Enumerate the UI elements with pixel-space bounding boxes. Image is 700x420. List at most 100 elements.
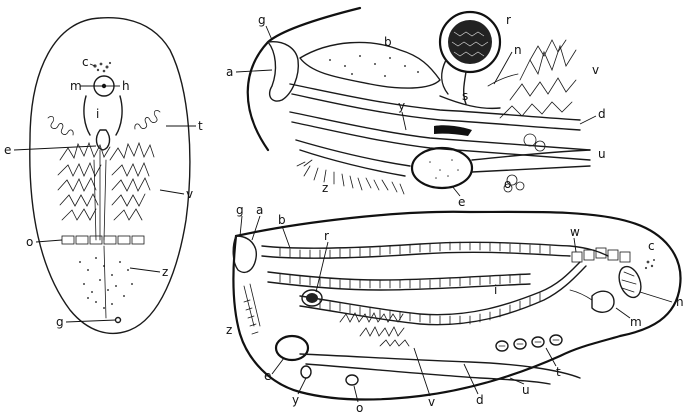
egg xyxy=(410,146,474,190)
eye-spot-c-bottom xyxy=(644,259,655,270)
label-h-bottom: h xyxy=(676,295,684,309)
label-r-top: r xyxy=(506,13,511,27)
label-t-bottom: t xyxy=(556,365,561,379)
label-u-bottom: u xyxy=(522,383,530,397)
label-o: o xyxy=(26,235,33,249)
yolk-duct-dark xyxy=(434,125,472,136)
receptacle-neck xyxy=(441,59,467,105)
intestine-upper-b2 xyxy=(261,251,571,259)
egg-texture xyxy=(429,159,459,179)
receptacle-bottom xyxy=(301,289,323,307)
label-y-bottom: y xyxy=(292,393,299,407)
eye-spots xyxy=(93,61,112,73)
label-v: v xyxy=(186,187,193,201)
label-n-top: n xyxy=(514,43,522,57)
label-g-bottom: g xyxy=(236,203,244,217)
pharynx-bulb xyxy=(95,129,111,151)
ovary-bottom xyxy=(345,374,359,386)
ovary-row xyxy=(61,235,145,245)
label-e-top: e xyxy=(458,195,465,209)
label-a-top: a xyxy=(226,65,233,79)
intestine-hatching xyxy=(279,241,551,325)
label-a-bottom: a xyxy=(256,203,263,217)
label-c-bottom: c xyxy=(648,239,655,253)
vitellaria-bottom xyxy=(339,312,410,347)
panel-left-whole-worm: c m h i e t v o z g xyxy=(4,17,203,334)
duct-lower-2 xyxy=(299,149,406,177)
posterior-canal xyxy=(103,245,107,319)
receptacle-texture xyxy=(451,31,489,57)
label-r-bottom: r xyxy=(324,229,329,243)
duct-lower xyxy=(295,139,411,167)
intestine-middle xyxy=(267,271,531,281)
intestine-upper-b xyxy=(261,241,609,257)
label-i-bottom: i xyxy=(494,283,497,297)
receptacle-outer xyxy=(438,10,502,74)
label-o-bottom: o xyxy=(356,401,363,415)
label-h: h xyxy=(122,79,130,93)
posterior-stipple xyxy=(79,257,133,309)
label-s-top: s xyxy=(462,89,468,103)
ovary-bottom-y xyxy=(300,365,312,379)
testes-chain-w xyxy=(571,247,631,263)
intestine-lower-i xyxy=(299,261,581,316)
egg-row-t xyxy=(495,334,563,352)
label-g: g xyxy=(56,315,64,329)
duct-middle-2 xyxy=(291,121,591,161)
ovary-cluster xyxy=(503,133,546,193)
bulb-m xyxy=(591,290,615,313)
label-z: z xyxy=(162,265,168,279)
testis-h xyxy=(618,265,642,299)
egg-bottom xyxy=(274,334,310,362)
testes-right xyxy=(134,109,161,130)
label-m-bottom: m xyxy=(630,315,642,329)
nerve-n xyxy=(487,73,519,87)
bulb-m-duct xyxy=(569,289,593,301)
receptacle-inner xyxy=(448,20,492,64)
label-o-top: o xyxy=(504,177,511,191)
oral-sucker-bottom xyxy=(232,235,257,274)
label-u-top: u xyxy=(598,147,606,161)
label-d-bottom: d xyxy=(476,393,484,407)
cilia-bottom-z xyxy=(243,283,261,335)
label-e-bottom: e xyxy=(264,369,271,383)
label-c: c xyxy=(82,55,89,69)
label-g-top: g xyxy=(258,13,266,27)
cilia-bristles xyxy=(296,159,405,195)
vitellaria-mass xyxy=(499,39,577,119)
label-z-top: z xyxy=(322,181,328,195)
intestine-middle-2 xyxy=(267,281,531,291)
mouth-center xyxy=(101,83,107,89)
testes-left xyxy=(47,115,74,136)
label-m: m xyxy=(70,79,82,93)
label-d-top: d xyxy=(598,107,606,121)
intestine-stalk xyxy=(83,95,123,136)
label-w-bottom: w xyxy=(570,225,580,239)
uterus xyxy=(471,149,591,173)
vesicle-b xyxy=(299,41,441,89)
label-e: e xyxy=(4,143,11,157)
label-y-top: y xyxy=(398,99,405,113)
receptacle-bottom-inner xyxy=(306,293,318,303)
seminal-duct xyxy=(439,95,501,110)
duct-middle xyxy=(289,111,591,151)
label-i: i xyxy=(96,107,99,121)
intestine-lower-i2 xyxy=(299,265,587,326)
worm-body-outline xyxy=(232,210,682,401)
label-v-bottom: v xyxy=(428,395,435,409)
label-b-top: b xyxy=(384,35,392,49)
duct-bottom-d xyxy=(299,353,581,379)
panel-top-anterior-detail: g a b r n v s y d u z e o xyxy=(226,6,606,209)
body-outline xyxy=(29,17,191,334)
duct-upper xyxy=(289,83,581,121)
duct-bottom-u xyxy=(305,363,551,385)
genital-pore xyxy=(114,316,122,324)
label-t: t xyxy=(198,119,203,133)
panel-bottom-lateral-worm: g a b r w c i h m z e y o v d t u xyxy=(226,203,684,415)
label-z-bottom: z xyxy=(226,323,232,337)
label-v-top: v xyxy=(592,63,599,77)
vesicle-texture xyxy=(329,55,419,77)
vitellaria xyxy=(57,141,155,241)
label-b-bottom: b xyxy=(278,213,286,227)
